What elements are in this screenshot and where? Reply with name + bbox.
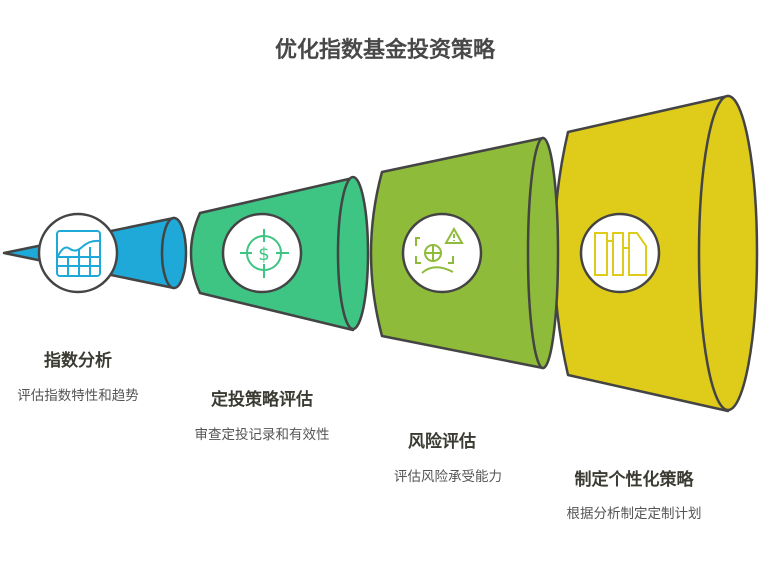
stage-2-icon-circle (221, 212, 303, 294)
svg-text:$: $ (258, 244, 269, 265)
stage-4-desc: 根据分析制定定制计划 (566, 506, 702, 522)
stage-2-title: 定投策略评估 (211, 390, 313, 410)
stage-3-desc: 评估风险承受能力 (394, 469, 502, 485)
stage-1-title: 指数分析 (44, 351, 112, 371)
stage-4-icon-circle (579, 212, 661, 294)
page-title: 优化指数基金投资策略 (274, 38, 496, 63)
stage-3-title: 风险评估 (408, 432, 476, 452)
stage-4-title: 制定个性化策略 (574, 470, 694, 490)
stage-1-desc: 评估指数特性和趋势 (17, 388, 139, 404)
stage-2-desc: 审查定投记录和有效性 (194, 427, 330, 443)
risk-warning-icon (415, 226, 464, 274)
plan-columns-icon (594, 232, 647, 276)
chart-grid-icon (56, 230, 101, 277)
dollar-target-icon: $ (240, 229, 289, 278)
